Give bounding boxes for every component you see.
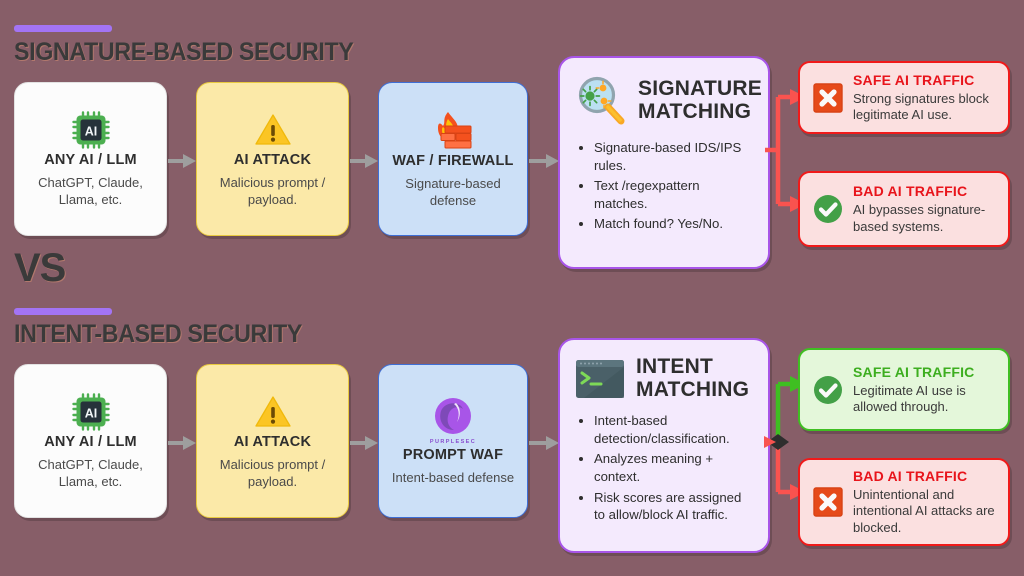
warning-triangle-icon (253, 110, 293, 150)
card-title: ANY AI / LLM (44, 433, 137, 450)
result-title: SAFE AI TRAFFIC (853, 363, 975, 380)
result-card-safe-traffic-signature[interactable]: SAFE AI TRAFFIC Strong signatures block … (798, 61, 1010, 134)
panel-title: SIGNATURE MATCHING (638, 77, 762, 123)
arrow-connector (168, 436, 196, 450)
svg-text:AI: AI (84, 406, 97, 420)
arrow-connector (168, 154, 196, 168)
red-x-icon (813, 487, 843, 517)
result-card-bad-traffic-signature[interactable]: BAD AI TRAFFIC AI bypasses signature-bas… (798, 171, 1010, 247)
card-subtitle: ChatGPT, Claude, Llama, etc. (38, 174, 143, 207)
magnifying-glass-germ-icon (574, 74, 628, 128)
purplesec-logo-icon: PURPLESEC (430, 395, 476, 445)
ai-chip-icon: AI (71, 392, 111, 432)
arrow-connector (529, 154, 559, 168)
panel-bullet-list: Signature-based IDS/IPS rules. Text /reg… (574, 138, 754, 233)
card-any-ai-llm-signature[interactable]: AI ANY AI / LLM ChatGPT, Claude, Llama, … (14, 82, 167, 236)
accent-bar-intent (14, 308, 112, 315)
card-title: ANY AI / LLM (44, 151, 137, 168)
result-title: BAD AI TRAFFIC (853, 183, 968, 199)
terminal-icon (574, 357, 626, 401)
green-check-icon (813, 375, 843, 405)
card-prompt-waf[interactable]: PURPLESEC PROMPT WAF Intent-based defens… (378, 364, 528, 518)
card-title: AI ATTACK (233, 433, 312, 450)
brand-wordmark: PURPLESEC (429, 439, 477, 446)
warning-triangle-icon (253, 392, 293, 432)
card-title: WAF / FIREWALL (392, 152, 514, 169)
svg-text:AI: AI (84, 124, 97, 138)
section-title-intent: INTENT-BASED SECURITY (14, 320, 303, 348)
section-title-signature: SIGNATURE-BASED SECURITY (14, 38, 354, 66)
firewall-icon (432, 109, 474, 151)
card-subtitle: Intent-based defense (391, 470, 515, 486)
arrow-connector (350, 154, 378, 168)
card-any-ai-llm-intent[interactable]: AI ANY AI / LLM ChatGPT, Claude, Llama, … (14, 364, 167, 518)
card-waf-firewall[interactable]: WAF / FIREWALL Signature-based defense (378, 82, 528, 236)
card-subtitle: Malicious prompt / payload. (219, 174, 326, 207)
card-subtitle: Malicious prompt / payload. (219, 456, 326, 489)
list-item: Match found? Yes/No. (594, 214, 754, 233)
list-item: Signature-based IDS/IPS rules. (594, 138, 754, 174)
result-card-safe-traffic-intent[interactable]: SAFE AI TRAFFIC Legitimate AI use is all… (798, 348, 1010, 431)
result-title: BAD AI TRAFFIC (853, 467, 968, 484)
list-item: Analyzes meaning + context. (594, 449, 754, 485)
list-item: Text /regexpattern matches. (594, 176, 754, 212)
panel-signature-matching[interactable]: SIGNATURE MATCHING Signature-based IDS/I… (558, 56, 770, 269)
list-item: Risk scores are assigned to allow/block … (594, 488, 754, 524)
panel-intent-matching[interactable]: INTENT MATCHING Intent-based detection/c… (558, 338, 770, 553)
result-title: SAFE AI TRAFFIC (853, 71, 975, 88)
green-check-icon (813, 194, 843, 224)
card-ai-attack-signature[interactable]: AI ATTACK Malicious prompt / payload. (196, 82, 349, 236)
list-item: Intent-based detection/classification. (594, 411, 754, 447)
accent-bar-signature (14, 25, 112, 32)
panel-title: INTENT MATCHING (636, 355, 750, 401)
result-description: Strong signatures block legitimate AI us… (853, 90, 989, 123)
card-subtitle: Signature-based defense (405, 175, 501, 208)
card-title: PROMPT WAF (402, 447, 504, 464)
panel-bullet-list: Intent-based detection/classification. A… (574, 411, 754, 523)
arrow-connector (529, 436, 559, 450)
ai-chip-icon: AI (71, 110, 111, 150)
card-title: AI ATTACK (233, 151, 312, 168)
versus-label: VS (14, 246, 66, 290)
result-card-bad-traffic-intent[interactable]: BAD AI TRAFFIC Unintentional and intenti… (798, 458, 1010, 546)
card-ai-attack-intent[interactable]: AI ATTACK Malicious prompt / payload. (196, 364, 349, 518)
result-description: Unintentional and intentional AI attacks… (853, 486, 995, 535)
result-description: Legitimate AI use is allowed through. (853, 382, 966, 415)
arrow-connector (350, 436, 378, 450)
card-subtitle: ChatGPT, Claude, Llama, etc. (38, 456, 143, 489)
result-description: AI bypasses signature-based systems. (853, 202, 986, 234)
red-x-icon (813, 82, 843, 113)
